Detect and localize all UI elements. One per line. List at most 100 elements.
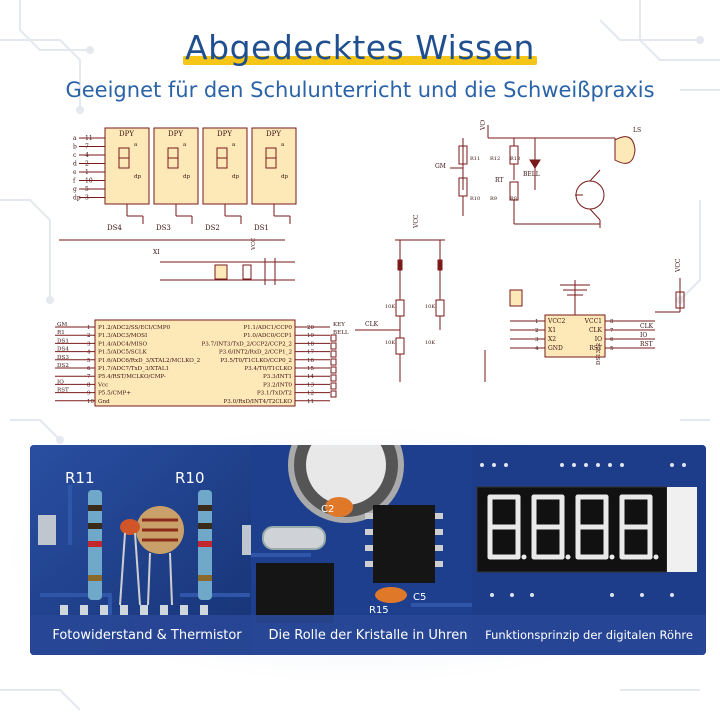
- rtc-left-pin: X1: [548, 327, 556, 334]
- mcu-left-pin: P5.5/CMP+: [98, 391, 131, 397]
- display-seg-letter: c: [73, 152, 77, 159]
- rtc-left-num: 3: [535, 337, 539, 343]
- mcu-right-pin: P1.0/ADC0/CCP1: [243, 333, 292, 339]
- display-digit-box: [202, 127, 248, 205]
- display-digit-name: DS3: [156, 224, 171, 232]
- rtc-net: RST: [640, 341, 653, 348]
- rtc-right-num: 7: [610, 328, 614, 334]
- mcu-left-net: DS4: [57, 347, 69, 353]
- rtc-left-num: 1: [535, 319, 539, 325]
- rtc-net: IO: [640, 332, 647, 339]
- mcu-left-pin: P5.4/RST/MCLKO/CMP-: [98, 374, 166, 380]
- mcu-left-num: 6: [87, 366, 91, 372]
- seg-letter-dp: dp: [134, 174, 142, 180]
- label-c5: C5: [413, 592, 426, 603]
- caption-crystal: Die Rolle der Kristalle in Uhren: [251, 615, 485, 655]
- rtc-vcc: VCC: [675, 258, 682, 273]
- caption-display: Funktionsprinzip der digitalen Röhre: [472, 615, 706, 655]
- display-digit-glyph: [265, 147, 277, 169]
- mcu-left-pin: P1.6/ADC6/RxD_3/XTAL2/MCLKO_2: [98, 358, 201, 364]
- mcu-right-num: 14: [307, 374, 314, 380]
- resistor-label: R10: [470, 196, 480, 202]
- panel-photoresistor: R11 R10 Fotowiderstand & Thermistor: [30, 445, 264, 655]
- net-rt: RT: [495, 177, 503, 184]
- seg-letter-a: a: [134, 142, 138, 148]
- mcu-left-pin: Vcc: [97, 382, 108, 388]
- mcu-left-num: 3: [87, 341, 91, 347]
- resistor-label: R9: [490, 196, 497, 202]
- rtc-right-pin: VCC1: [584, 318, 602, 325]
- mcu-left-num: 9: [87, 391, 91, 397]
- seg-letter-dp: dp: [281, 174, 289, 180]
- mcu-left-net: GM: [57, 322, 67, 328]
- mcu-left-net: DS1: [57, 338, 69, 344]
- switch-vcc: VCC: [413, 214, 420, 229]
- display-decimal-point: [521, 554, 527, 560]
- resistor-label: R13: [510, 156, 520, 162]
- mcu-right-pin: P3.3/INT1: [263, 374, 292, 380]
- mcu-left-pin: P1.2/ADC2/SS/ECI/CMP0: [98, 325, 170, 331]
- seg-letter-dp: dp: [232, 174, 240, 180]
- mcu-right-net: KEY: [333, 322, 345, 328]
- mcu-clk: CLK: [365, 321, 379, 328]
- seg-letter-dp: dp: [183, 174, 191, 180]
- mcu-net-resistor: [330, 350, 337, 358]
- display-label: DPY: [119, 130, 134, 138]
- net-gm: GM: [435, 163, 446, 170]
- mcu-right-num: 13: [307, 382, 314, 388]
- mcu-right-num: 18: [307, 341, 314, 347]
- display-digit-name: DS2: [205, 224, 220, 232]
- mcu-net-resistor: [330, 366, 337, 374]
- mcu-net-resistor: [330, 390, 337, 398]
- rtc-net: CLK: [640, 323, 654, 330]
- rtc-left-num: 4: [535, 346, 539, 352]
- mcu-right-pin: P3.0/RxD/INT4/T2CLKO: [224, 399, 293, 405]
- sensor-vcc: VCC: [480, 120, 487, 131]
- speaker-ls: [614, 136, 636, 164]
- display-label: DPY: [266, 130, 281, 138]
- panel-display: Funktionsprinzip der digitalen Röhre: [472, 445, 706, 655]
- rtc-right-num: 5: [610, 346, 614, 352]
- mcu-chip: [94, 319, 296, 407]
- mcu-left-pin: P1.5/ADC5/SCLK: [98, 350, 148, 356]
- display-digit-box: [153, 127, 199, 205]
- mcu-left-pin: P1.3/ADC3/MOSI: [98, 333, 147, 339]
- display-label: DPY: [168, 130, 183, 138]
- mcu-left-net: IO: [57, 379, 64, 385]
- display-seg-letter: e: [73, 169, 77, 176]
- panel-crystal: C2 C5 R15 Die Rolle der Kristalle in Uhr…: [251, 445, 485, 655]
- display-digit-glyph: [167, 147, 179, 169]
- label-c2: C2: [321, 504, 334, 515]
- resistor-r11: [458, 145, 468, 165]
- rtc-right-num: 6: [610, 337, 614, 343]
- mcu-left-net: R1: [57, 330, 65, 336]
- display-seg-letter: a: [73, 135, 77, 142]
- mcu-net-resistor: [330, 382, 337, 390]
- display-seg-letter: dp: [73, 195, 81, 202]
- rtc-left-pin: GND: [548, 345, 563, 352]
- resistor-label: R12: [490, 156, 500, 162]
- display-seg-letter: g: [73, 186, 77, 193]
- display-seg-letter: f: [73, 178, 76, 185]
- switch-r-label: 10K: [425, 340, 435, 346]
- display-seg-letter: b: [73, 144, 77, 151]
- resistor-r1: [242, 264, 252, 280]
- speaker-label: LS: [633, 127, 641, 134]
- circuit-schematic: abcdefgdp1174211053DPYadpDS4DPYadpDS3DPY…: [55, 120, 685, 407]
- display-digit-glyph: [216, 147, 228, 169]
- label-r10: R10: [175, 469, 205, 487]
- rtc-crystal: [509, 289, 523, 307]
- mcu-left-num: 4: [87, 350, 91, 356]
- mcu-left-pin: P1.7/ADC7/TxD_3/XTAL1: [98, 366, 169, 372]
- resistor-10k-b: [435, 299, 445, 317]
- rtc-left-pin: X2: [548, 336, 556, 343]
- rtc-right-pin: RST: [589, 345, 602, 352]
- seg-letter-a: a: [281, 142, 285, 148]
- display-decimal-point: [609, 554, 615, 560]
- resistor-label: R11: [470, 156, 480, 162]
- cap-vcc: VCC: [251, 238, 257, 251]
- label-r15: R15: [369, 605, 389, 616]
- label-r11: R11: [65, 469, 95, 487]
- capacitor-c1: [214, 264, 228, 280]
